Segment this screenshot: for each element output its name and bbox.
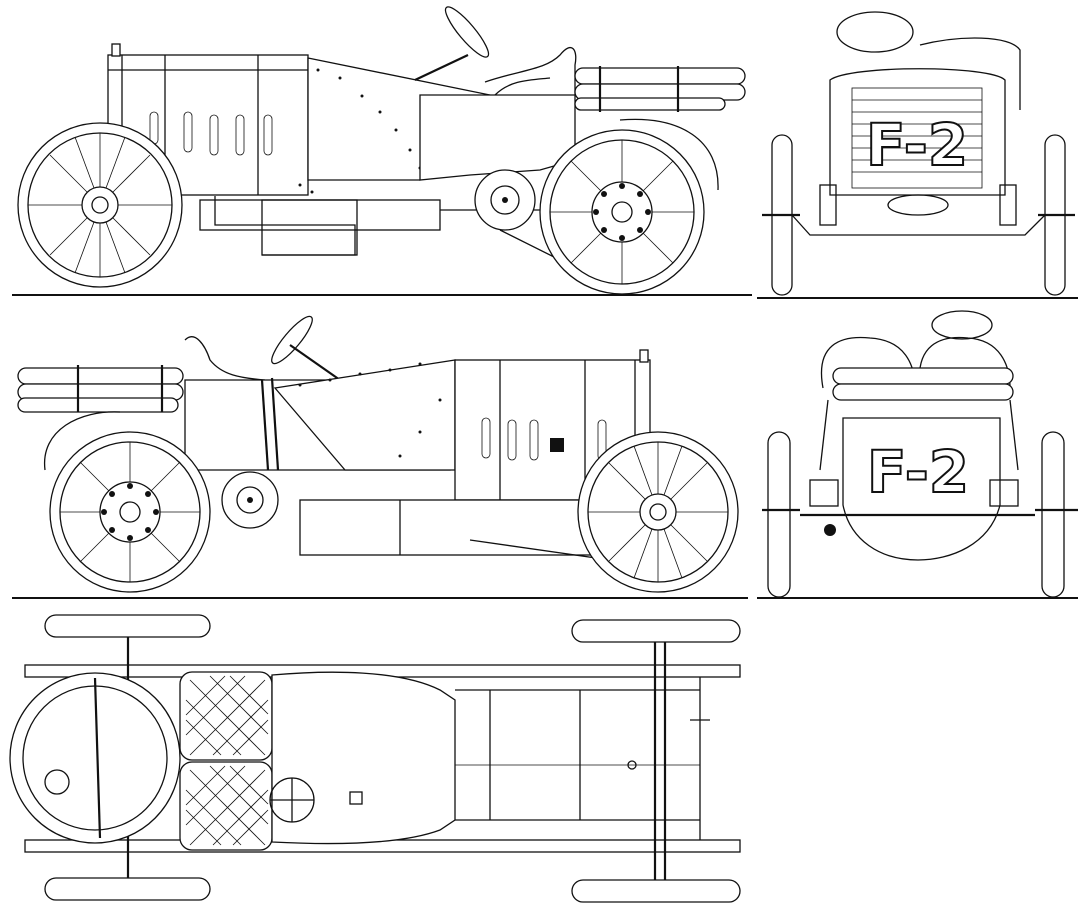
spare-tyres xyxy=(574,66,746,112)
spare-tyre-top xyxy=(9,672,181,844)
top-view xyxy=(9,614,741,903)
rear-view-wheel-left xyxy=(767,431,791,598)
steering-wheel-front xyxy=(836,11,914,53)
top-wheel-rear-upper xyxy=(44,614,211,638)
front-wheel-side xyxy=(17,122,183,288)
tow-knob xyxy=(824,524,836,536)
filled-square-marker xyxy=(550,438,564,452)
seat-back-left xyxy=(820,336,916,389)
rear-view-wheel-right xyxy=(1041,431,1065,598)
race-number-front: F-2 xyxy=(866,111,968,179)
frame-rail-middle xyxy=(299,499,601,556)
steering-column-middle xyxy=(289,344,341,381)
seat-back-right xyxy=(918,336,1011,389)
fuel-tank xyxy=(842,417,1001,561)
seats-top xyxy=(179,671,273,851)
body-tub xyxy=(419,94,576,181)
hood-louvers xyxy=(149,111,273,156)
front-view: F-2 xyxy=(757,11,1078,299)
rear-fender xyxy=(619,118,719,191)
rear-wheel-middle xyxy=(49,431,211,593)
rear-wheel-side xyxy=(539,129,705,295)
race-number-rear: F-2 xyxy=(867,438,969,506)
rear-view: F-2 xyxy=(757,310,1078,599)
steering-column xyxy=(414,54,469,81)
top-wheel-front-lower xyxy=(571,879,741,903)
steering-wheel-middle xyxy=(271,315,313,365)
side-view-left xyxy=(12,315,748,599)
steering-wheel xyxy=(444,6,490,58)
side-view-right xyxy=(12,6,752,296)
top-wheel-front-upper xyxy=(571,619,741,643)
hood-louvers-middle xyxy=(481,417,607,461)
cowl-top xyxy=(271,671,456,845)
spare-tyres-middle xyxy=(17,365,184,413)
top-wheel-rear-lower xyxy=(44,877,211,901)
front-wheel-middle xyxy=(577,431,739,593)
radiator-core xyxy=(851,87,983,189)
seat-back xyxy=(484,46,577,95)
